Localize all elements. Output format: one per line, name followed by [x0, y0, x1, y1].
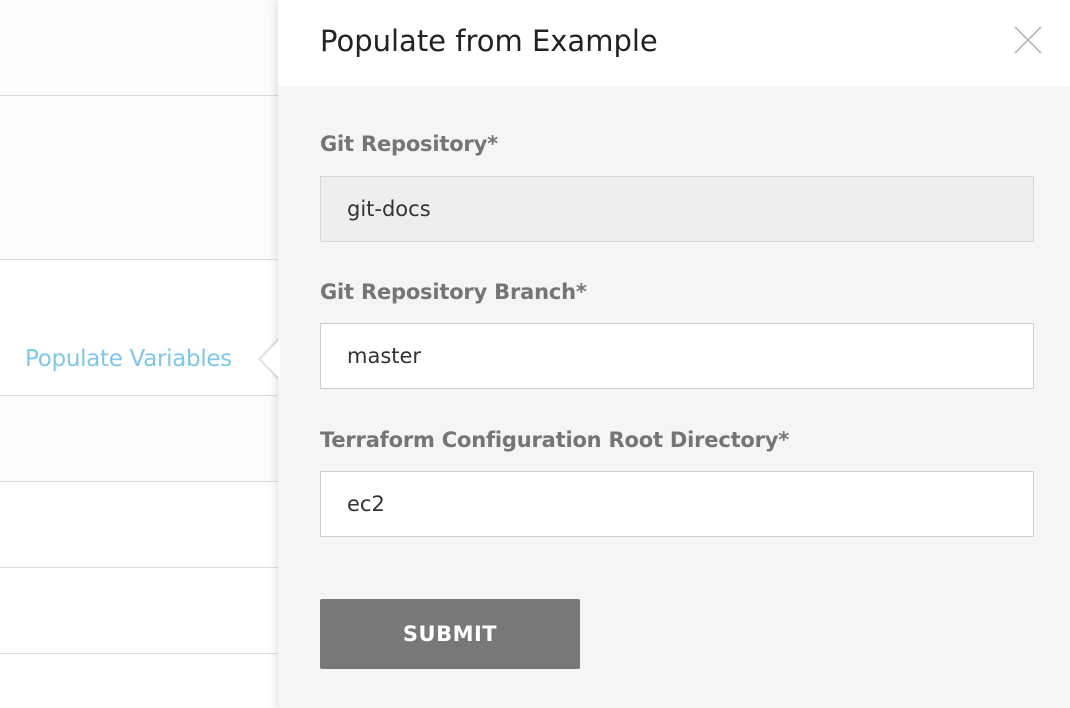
list-item [0, 654, 300, 708]
populate-variables-link[interactable]: Populate Variables [25, 346, 232, 372]
terraform-root-directory-label: Terraform Configuration Root Directory* [320, 428, 790, 452]
close-icon [1014, 26, 1042, 54]
panel-pointer-inner [261, 339, 280, 379]
git-repository-branch-label: Git Repository Branch* [320, 280, 587, 304]
background-list [0, 0, 300, 708]
populate-from-example-panel: Populate from Example Git Repository* Gi… [278, 0, 1070, 708]
list-item [0, 96, 300, 260]
panel-title: Populate from Example [320, 24, 658, 58]
list-item [0, 0, 300, 96]
git-repository-input[interactable] [320, 176, 1034, 242]
panel-header: Populate from Example [278, 0, 1070, 86]
terraform-root-directory-input[interactable] [320, 471, 1034, 537]
list-item [0, 568, 300, 654]
close-button[interactable] [1010, 22, 1046, 58]
submit-button[interactable]: SUBMIT [320, 599, 580, 669]
list-item [0, 396, 300, 482]
git-repository-label: Git Repository* [320, 132, 498, 156]
list-item [0, 260, 300, 396]
git-repository-branch-input[interactable] [320, 323, 1034, 389]
list-item [0, 482, 300, 568]
